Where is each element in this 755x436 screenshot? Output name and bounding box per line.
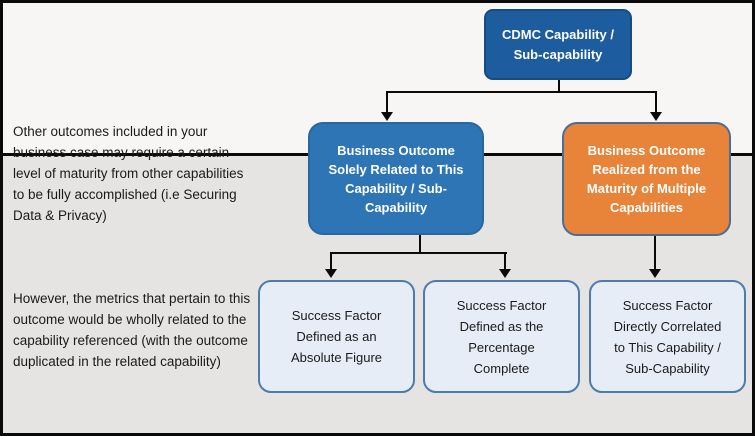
connector-arrowhead-solely — [381, 112, 393, 121]
node-label-line: to This Capability / — [614, 339, 721, 355]
node-label-line: Capability — [364, 199, 428, 215]
node-label-line: Business Outcome — [587, 143, 706, 158]
node-label-line: Complete — [473, 360, 530, 376]
connector-line-to-multiple — [655, 91, 657, 113]
node-label-line: Success Factor — [622, 297, 713, 313]
node-label-line: Business Outcome — [337, 142, 455, 158]
connector-line-solely-drop — [419, 234, 421, 254]
node-label-line: CDMC Capability / — [502, 26, 614, 42]
node-label-line: Solely Related to This — [328, 161, 464, 177]
node-success-factor-percentage: Success Factor Defined as the Percentage… — [423, 280, 580, 393]
node-label-line: Success Factor — [456, 297, 547, 313]
connector-line-to-correlated — [654, 235, 656, 270]
node-label-line: Capabilities — [610, 200, 683, 215]
connector-line-mid-split — [330, 252, 507, 254]
node-label-line: Sub-capability — [513, 46, 603, 62]
node-label-line: Absolute Figure — [290, 350, 383, 365]
node-business-outcome-solely: Business Outcome Solely Related to This … — [308, 122, 484, 235]
connector-arrowhead-correlated — [649, 269, 661, 278]
connector-arrowhead-percentage — [499, 269, 511, 278]
connector-line-to-absolute — [330, 252, 332, 270]
connector-line-top-split — [386, 91, 657, 93]
node-label-line: Capability / Sub- — [345, 180, 447, 196]
node-label-line: Sub-Capability — [625, 360, 710, 376]
note-middle: Other outcomes included in your business… — [13, 124, 244, 223]
node-label-line: Defined as an — [296, 329, 377, 344]
node-label-line: Directly Correlated — [613, 318, 722, 334]
connector-line-to-solely — [386, 91, 388, 113]
node-cdmc-capability: CDMC Capability / Sub-capability — [484, 9, 632, 80]
connector-line-root-drop — [558, 80, 560, 93]
node-label-line: Defined as the — [459, 318, 544, 334]
node-label-line: Maturity of Multiple — [586, 181, 707, 196]
note-bottom: However, the metrics that pertain to thi… — [13, 291, 251, 369]
node-label-line: Success Factor — [291, 308, 382, 323]
node-label-line: Percentage — [468, 339, 535, 355]
node-business-outcome-multiple: Business Outcome Realized from the Matur… — [562, 122, 731, 236]
connector-line-to-percentage — [504, 252, 506, 270]
node-label-line: Realized from the — [592, 162, 701, 177]
connector-arrowhead-absolute — [325, 269, 337, 278]
connector-arrowhead-multiple — [650, 112, 662, 121]
node-success-factor-absolute: Success Factor Defined as an Absolute Fi… — [258, 280, 415, 393]
node-success-factor-correlated: Success Factor Directly Correlated to Th… — [589, 280, 746, 393]
